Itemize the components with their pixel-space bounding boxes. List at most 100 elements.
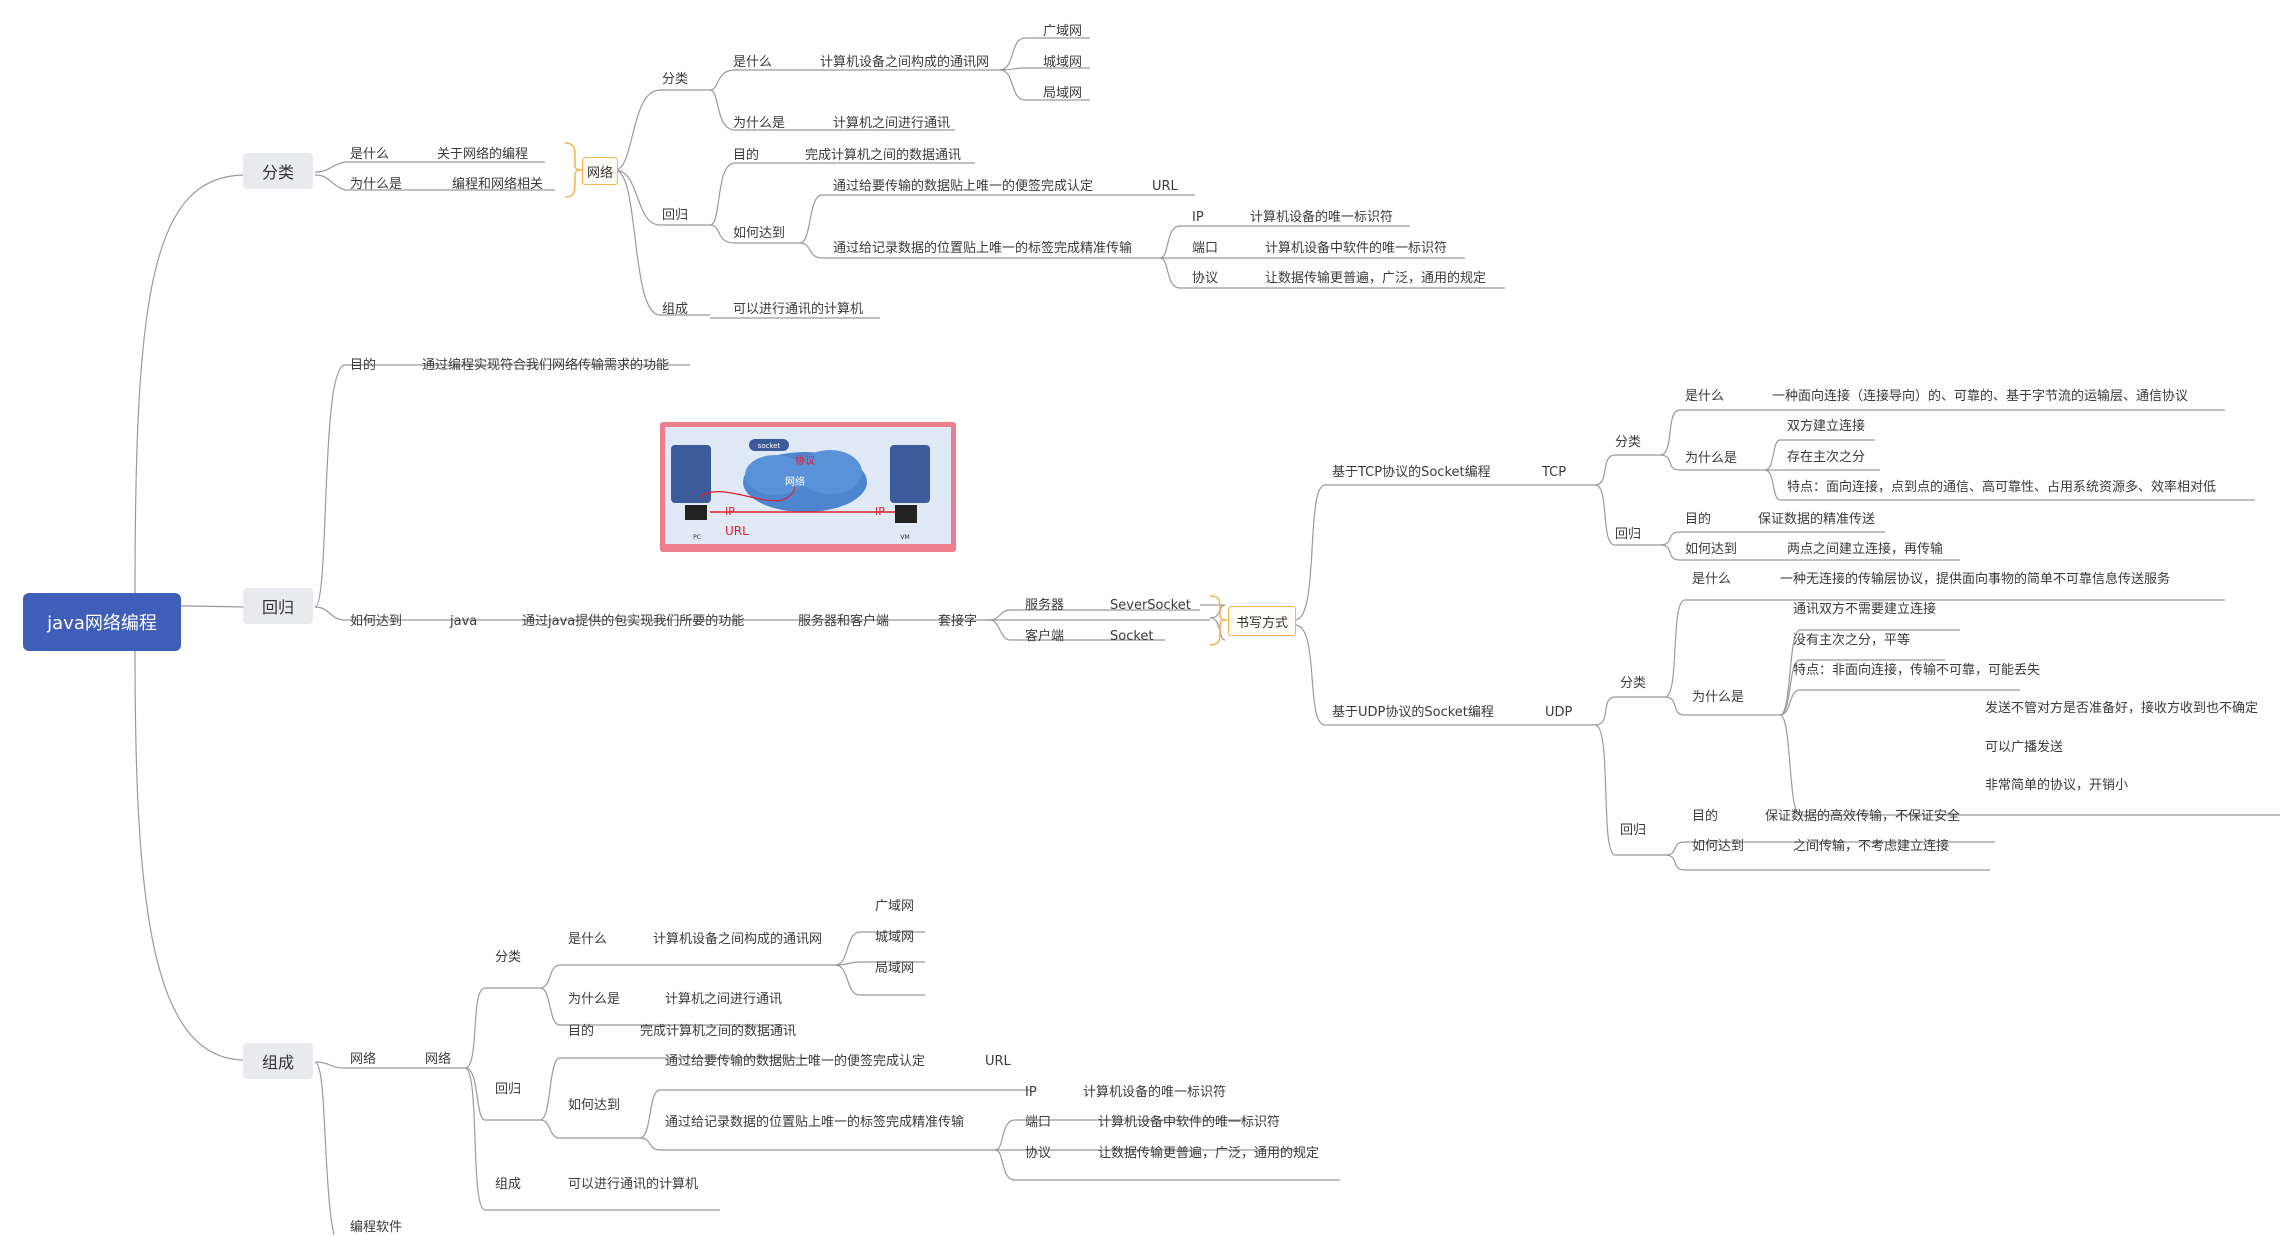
node-b-xieyi[interactable]: 协议: [1025, 1146, 1052, 1161]
node-ip[interactable]: IP: [1192, 210, 1204, 225]
node-shi-shenme[interactable]: 是什么: [350, 147, 390, 162]
node-b-tongguo-jilu[interactable]: 通过给记录数据的位置贴上唯一的标签完成精准传输: [665, 1115, 965, 1130]
node-wei-shenme-shi2[interactable]: 为什么是: [733, 116, 786, 131]
node-b-shi-shenme[interactable]: 是什么: [568, 932, 608, 947]
node-kehuduan[interactable]: 客户端: [1025, 629, 1065, 644]
node-b-jisuanji-wang[interactable]: 计算机设备之间构成的通讯网: [653, 932, 823, 947]
node-b-wei-shenme-shi[interactable]: 为什么是: [568, 992, 621, 1007]
node-jinxing-tongxun[interactable]: 计算机之间进行通讯: [833, 116, 951, 131]
node-tcp-wei[interactable]: 为什么是: [1685, 451, 1738, 466]
node-b-mudi[interactable]: 目的: [568, 1024, 595, 1039]
node-tcp-fenlei[interactable]: 分类: [1615, 435, 1642, 450]
root-topic[interactable]: java网络编程: [23, 593, 181, 651]
node-guanyu[interactable]: 关于网络的编程: [437, 147, 529, 162]
node-b-url[interactable]: URL: [985, 1054, 1011, 1069]
node-ip-desc[interactable]: 计算机设备的唯一标识符: [1250, 210, 1394, 225]
node-udp-shi-desc[interactable]: 一种无连接的传输层协议，提供面向事物的简单不可靠信息传送服务: [1780, 572, 2171, 587]
node-taojiezi[interactable]: 套接字: [938, 614, 978, 629]
node-b-huigui[interactable]: 回归: [495, 1082, 522, 1097]
node-shi-shenme2[interactable]: 是什么: [733, 55, 773, 70]
node-udp-title[interactable]: 基于UDP协议的Socket编程: [1332, 705, 1494, 720]
node-url[interactable]: URL: [1152, 179, 1178, 194]
node-mid-java[interactable]: java: [450, 614, 478, 629]
node-jisuanji-wang[interactable]: 计算机设备之间构成的通讯网: [820, 55, 990, 70]
branch-fenlei[interactable]: 分类: [243, 153, 313, 189]
node-duankou[interactable]: 端口: [1192, 241, 1219, 256]
node-fwq-khd[interactable]: 服务器和客户端: [798, 614, 890, 629]
node-tcp-w2[interactable]: 存在主次之分: [1787, 450, 1866, 465]
node-udp-shi[interactable]: 是什么: [1692, 572, 1732, 587]
node-wancheng[interactable]: 完成计算机之间的数据通讯: [805, 148, 962, 163]
node-duankou-desc[interactable]: 计算机设备中软件的唯一标识符: [1265, 241, 1448, 256]
node-mudi[interactable]: 目的: [733, 148, 760, 163]
node-wei-shenme-shi[interactable]: 为什么是: [350, 177, 403, 192]
node-b-duankou[interactable]: 端口: [1025, 1115, 1052, 1130]
node-b-ip[interactable]: IP: [1025, 1085, 1037, 1100]
node-juyu[interactable]: 局域网: [1043, 86, 1083, 101]
node-tcp-mudi-desc[interactable]: 保证数据的精准传送: [1758, 512, 1876, 527]
node-tcp-w3[interactable]: 特点：面向连接，点到点的通信、高可靠性、占用系统资源多、效率相对低: [1787, 480, 2217, 495]
node-fuwuqi[interactable]: 服务器: [1025, 598, 1065, 613]
node-b-juyu[interactable]: 局域网: [875, 961, 915, 976]
node-udp-wei[interactable]: 为什么是: [1692, 690, 1745, 705]
node-shuxie-box[interactable]: 书写方式: [1228, 606, 1296, 636]
node-zucheng[interactable]: 组成: [662, 302, 689, 317]
node-mid-mudi[interactable]: 目的: [350, 358, 377, 373]
branch-zucheng[interactable]: 组成: [243, 1043, 313, 1079]
node-tongguo-jilu[interactable]: 通过给记录数据的位置贴上唯一的标签完成精准传输: [833, 241, 1133, 256]
node-b-zucheng[interactable]: 组成: [495, 1177, 522, 1192]
node-b-duankou-desc[interactable]: 计算机设备中软件的唯一标识符: [1098, 1115, 1281, 1130]
node-udp-w4[interactable]: 发送不管对方是否准备好，接收方收到也不确定: [1985, 701, 2259, 716]
node-zucheng-desc[interactable]: 可以进行通讯的计算机: [733, 302, 864, 317]
node-udp-mudi[interactable]: 目的: [1692, 809, 1719, 824]
node-b-chengyu[interactable]: 城域网: [875, 930, 915, 945]
node-b-xieyi-desc[interactable]: 让数据传输更普遍，广泛，通用的规定: [1098, 1146, 1320, 1161]
node-b-ruhe[interactable]: 如何达到: [568, 1098, 621, 1113]
node-tcp-mudi[interactable]: 目的: [1685, 512, 1712, 527]
node-tcp-shi-desc[interactable]: 一种面向连接（连接导向）的、可靠的、基于字节流的运输层、通信协议: [1772, 389, 2189, 404]
node-b-zucheng-desc[interactable]: 可以进行通讯的计算机: [568, 1177, 699, 1192]
node-udp-ruhe-desc[interactable]: 之间传输，不考虑建立连接: [1793, 839, 1950, 854]
branch-huigui[interactable]: 回归: [243, 588, 313, 624]
node-biancheng[interactable]: 编程和网络相关: [452, 177, 544, 192]
node-tcp-ruhe[interactable]: 如何达到: [1685, 542, 1738, 557]
node-b-wangluo[interactable]: 网络: [350, 1052, 377, 1067]
node-udp-huigui[interactable]: 回归: [1620, 823, 1647, 838]
node-tcp[interactable]: TCP: [1542, 465, 1567, 480]
node-guangyu[interactable]: 广域网: [1043, 24, 1083, 39]
node-tcp-huigui[interactable]: 回归: [1615, 527, 1642, 542]
node-mid-ruhe[interactable]: 如何达到: [350, 614, 403, 629]
node-tongguo-url[interactable]: 通过给要传输的数据贴上唯一的便签完成认定: [833, 179, 1094, 194]
node-xieyi-desc[interactable]: 让数据传输更普遍，广泛，通用的规定: [1265, 271, 1487, 286]
node-udp-ruhe[interactable]: 如何达到: [1692, 839, 1745, 854]
node-udp-w1[interactable]: 通讯双方不需要建立连接: [1793, 602, 1937, 617]
node-b-fenlei[interactable]: 分类: [495, 950, 522, 965]
node-b-guangyu[interactable]: 广域网: [875, 899, 915, 914]
node-udp-fenlei[interactable]: 分类: [1620, 676, 1647, 691]
node-tcp-shi[interactable]: 是什么: [1685, 389, 1725, 404]
node-chengyu[interactable]: 城域网: [1043, 55, 1083, 70]
node-fenlei[interactable]: 分类: [662, 72, 689, 87]
node-udp-w5[interactable]: 可以广播发送: [1985, 740, 2064, 755]
node-mid-mudi-desc[interactable]: 通过编程实现符合我们网络传输需求的功能: [422, 358, 670, 373]
node-udp-w3[interactable]: 特点：非面向连接，传输不可靠，可能丢失: [1793, 663, 2041, 678]
node-b-tongguo-url[interactable]: 通过给要传输的数据贴上唯一的便签完成认定: [665, 1054, 926, 1069]
node-b-jinxing-tongxun[interactable]: 计算机之间进行通讯: [665, 992, 783, 1007]
node-xieyi[interactable]: 协议: [1192, 271, 1219, 286]
node-socket[interactable]: Socket: [1110, 629, 1154, 644]
node-udp-w2[interactable]: 没有主次之分，平等: [1793, 633, 1911, 648]
node-wangluo-box[interactable]: 网络: [582, 157, 618, 185]
node-severSocket[interactable]: SeverSocket: [1110, 598, 1191, 613]
node-tcp-w1[interactable]: 双方建立连接: [1787, 419, 1866, 434]
node-tcp-ruhe-desc[interactable]: 两点之间建立连接，再传输: [1787, 542, 1944, 557]
node-udp-w6[interactable]: 非常简单的协议，开销小: [1985, 778, 2129, 793]
node-b-wangluo2[interactable]: 网络: [425, 1052, 452, 1067]
node-tcp-title[interactable]: 基于TCP协议的Socket编程: [1332, 465, 1491, 480]
node-huigui[interactable]: 回归: [662, 208, 689, 223]
node-mid-java-desc[interactable]: 通过java提供的包实现我们所要的功能: [522, 614, 745, 629]
node-udp-mudi-desc[interactable]: 保证数据的高效传输，不保证安全: [1765, 809, 1961, 824]
node-b-ip-desc[interactable]: 计算机设备的唯一标识符: [1083, 1085, 1227, 1100]
node-udp[interactable]: UDP: [1545, 705, 1573, 720]
node-ruhe[interactable]: 如何达到: [733, 226, 786, 241]
node-b-bianchengruanjian[interactable]: 编程软件: [350, 1220, 403, 1235]
